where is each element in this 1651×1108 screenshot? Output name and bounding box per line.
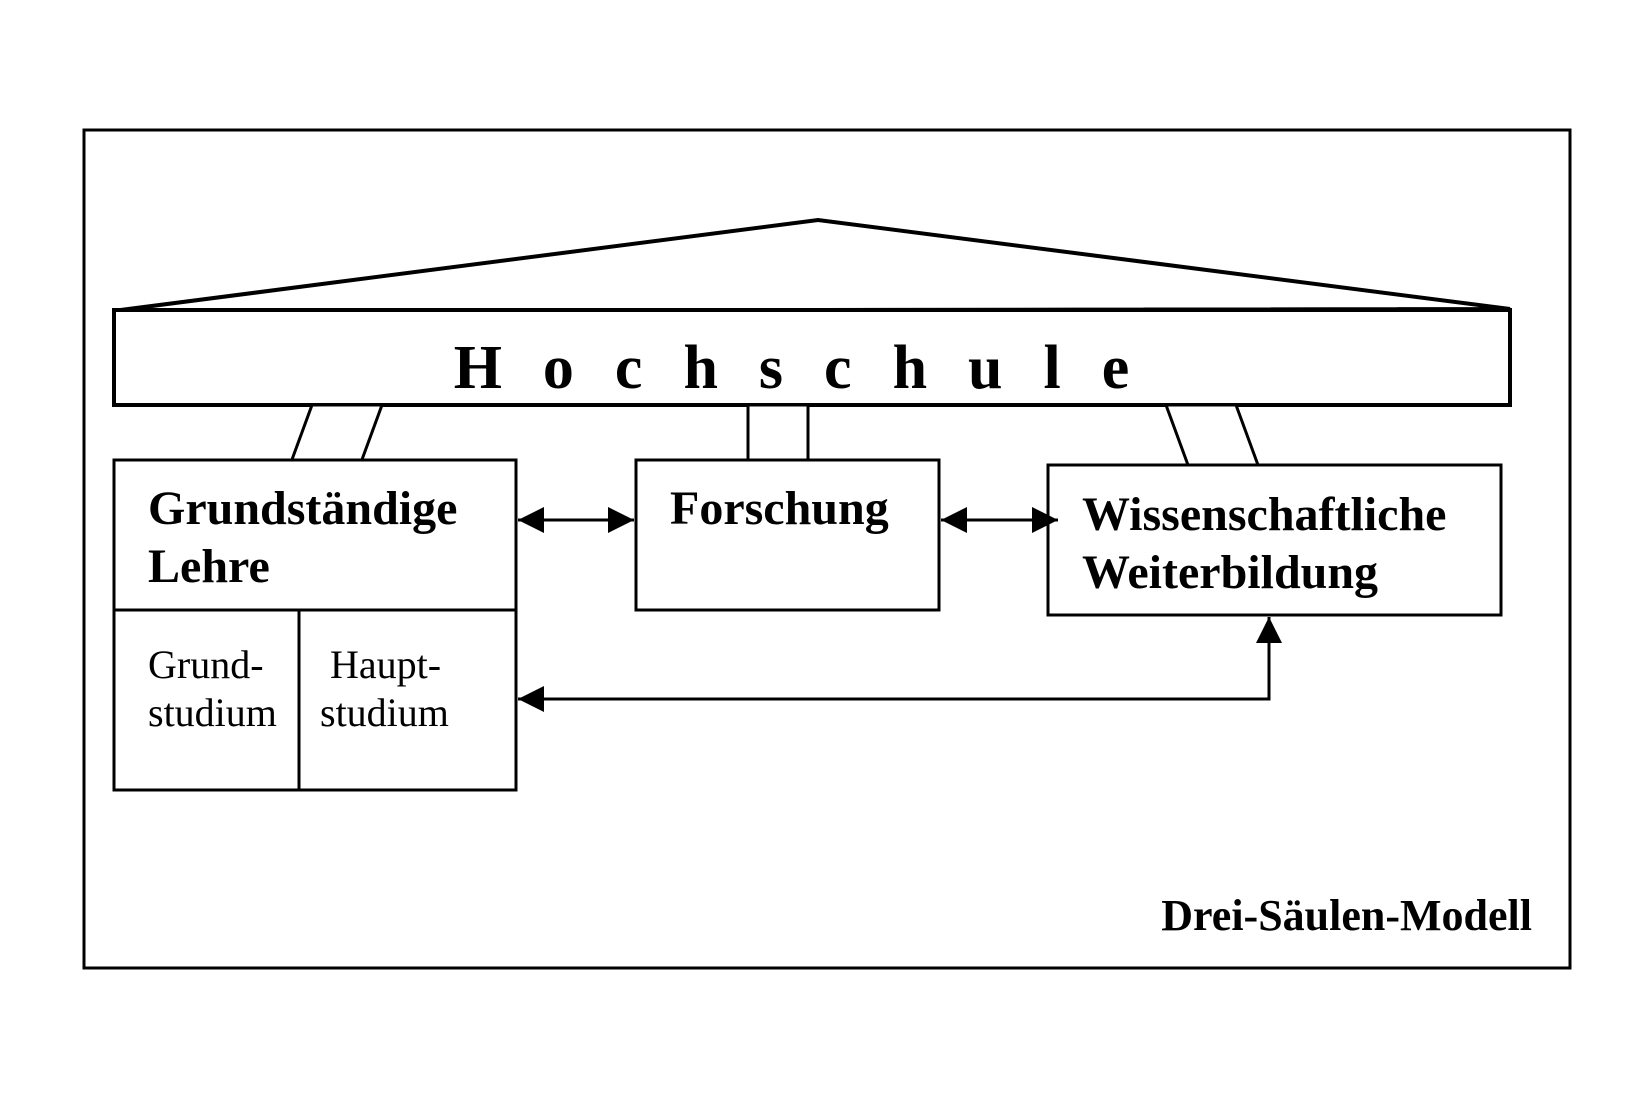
sub-hauptstudium-line2: studium [320,690,449,735]
sub-grundstudium-line2: studium [148,690,277,735]
pillar-forschung-label: Forschung [670,482,889,535]
pillar-lehre-line2: Lehre [148,540,270,593]
arrow-weiterbildung-lehre [518,617,1282,712]
pillar-weiterbildung-line2: Weiterbildung [1082,546,1378,599]
connector-forschung [746,403,810,467]
sub-grundstudium-line1: Grund- [148,642,264,687]
pillar-lehre-box [112,458,518,612]
pillar-forschung-box [634,458,941,612]
hochschule-beam [112,308,1512,407]
sub-box-hauptstudium [297,608,518,792]
connector-lehre [287,403,385,467]
pillar-lehre-line1: Grundständige [148,482,457,535]
roof-pediment [112,217,1511,313]
connector-weiterbildung [1163,403,1261,467]
sub-hauptstudium-line1: Haupt- [330,642,441,687]
outer-frame [82,128,1572,970]
diagram-caption: Drei-Säulen-Modell [1161,891,1532,940]
pillar-weiterbildung-line1: Wissenschaftliche [1082,488,1446,541]
diagram-title: Hochschule [454,334,1171,402]
pillar-weiterbildung-box [1046,463,1503,617]
